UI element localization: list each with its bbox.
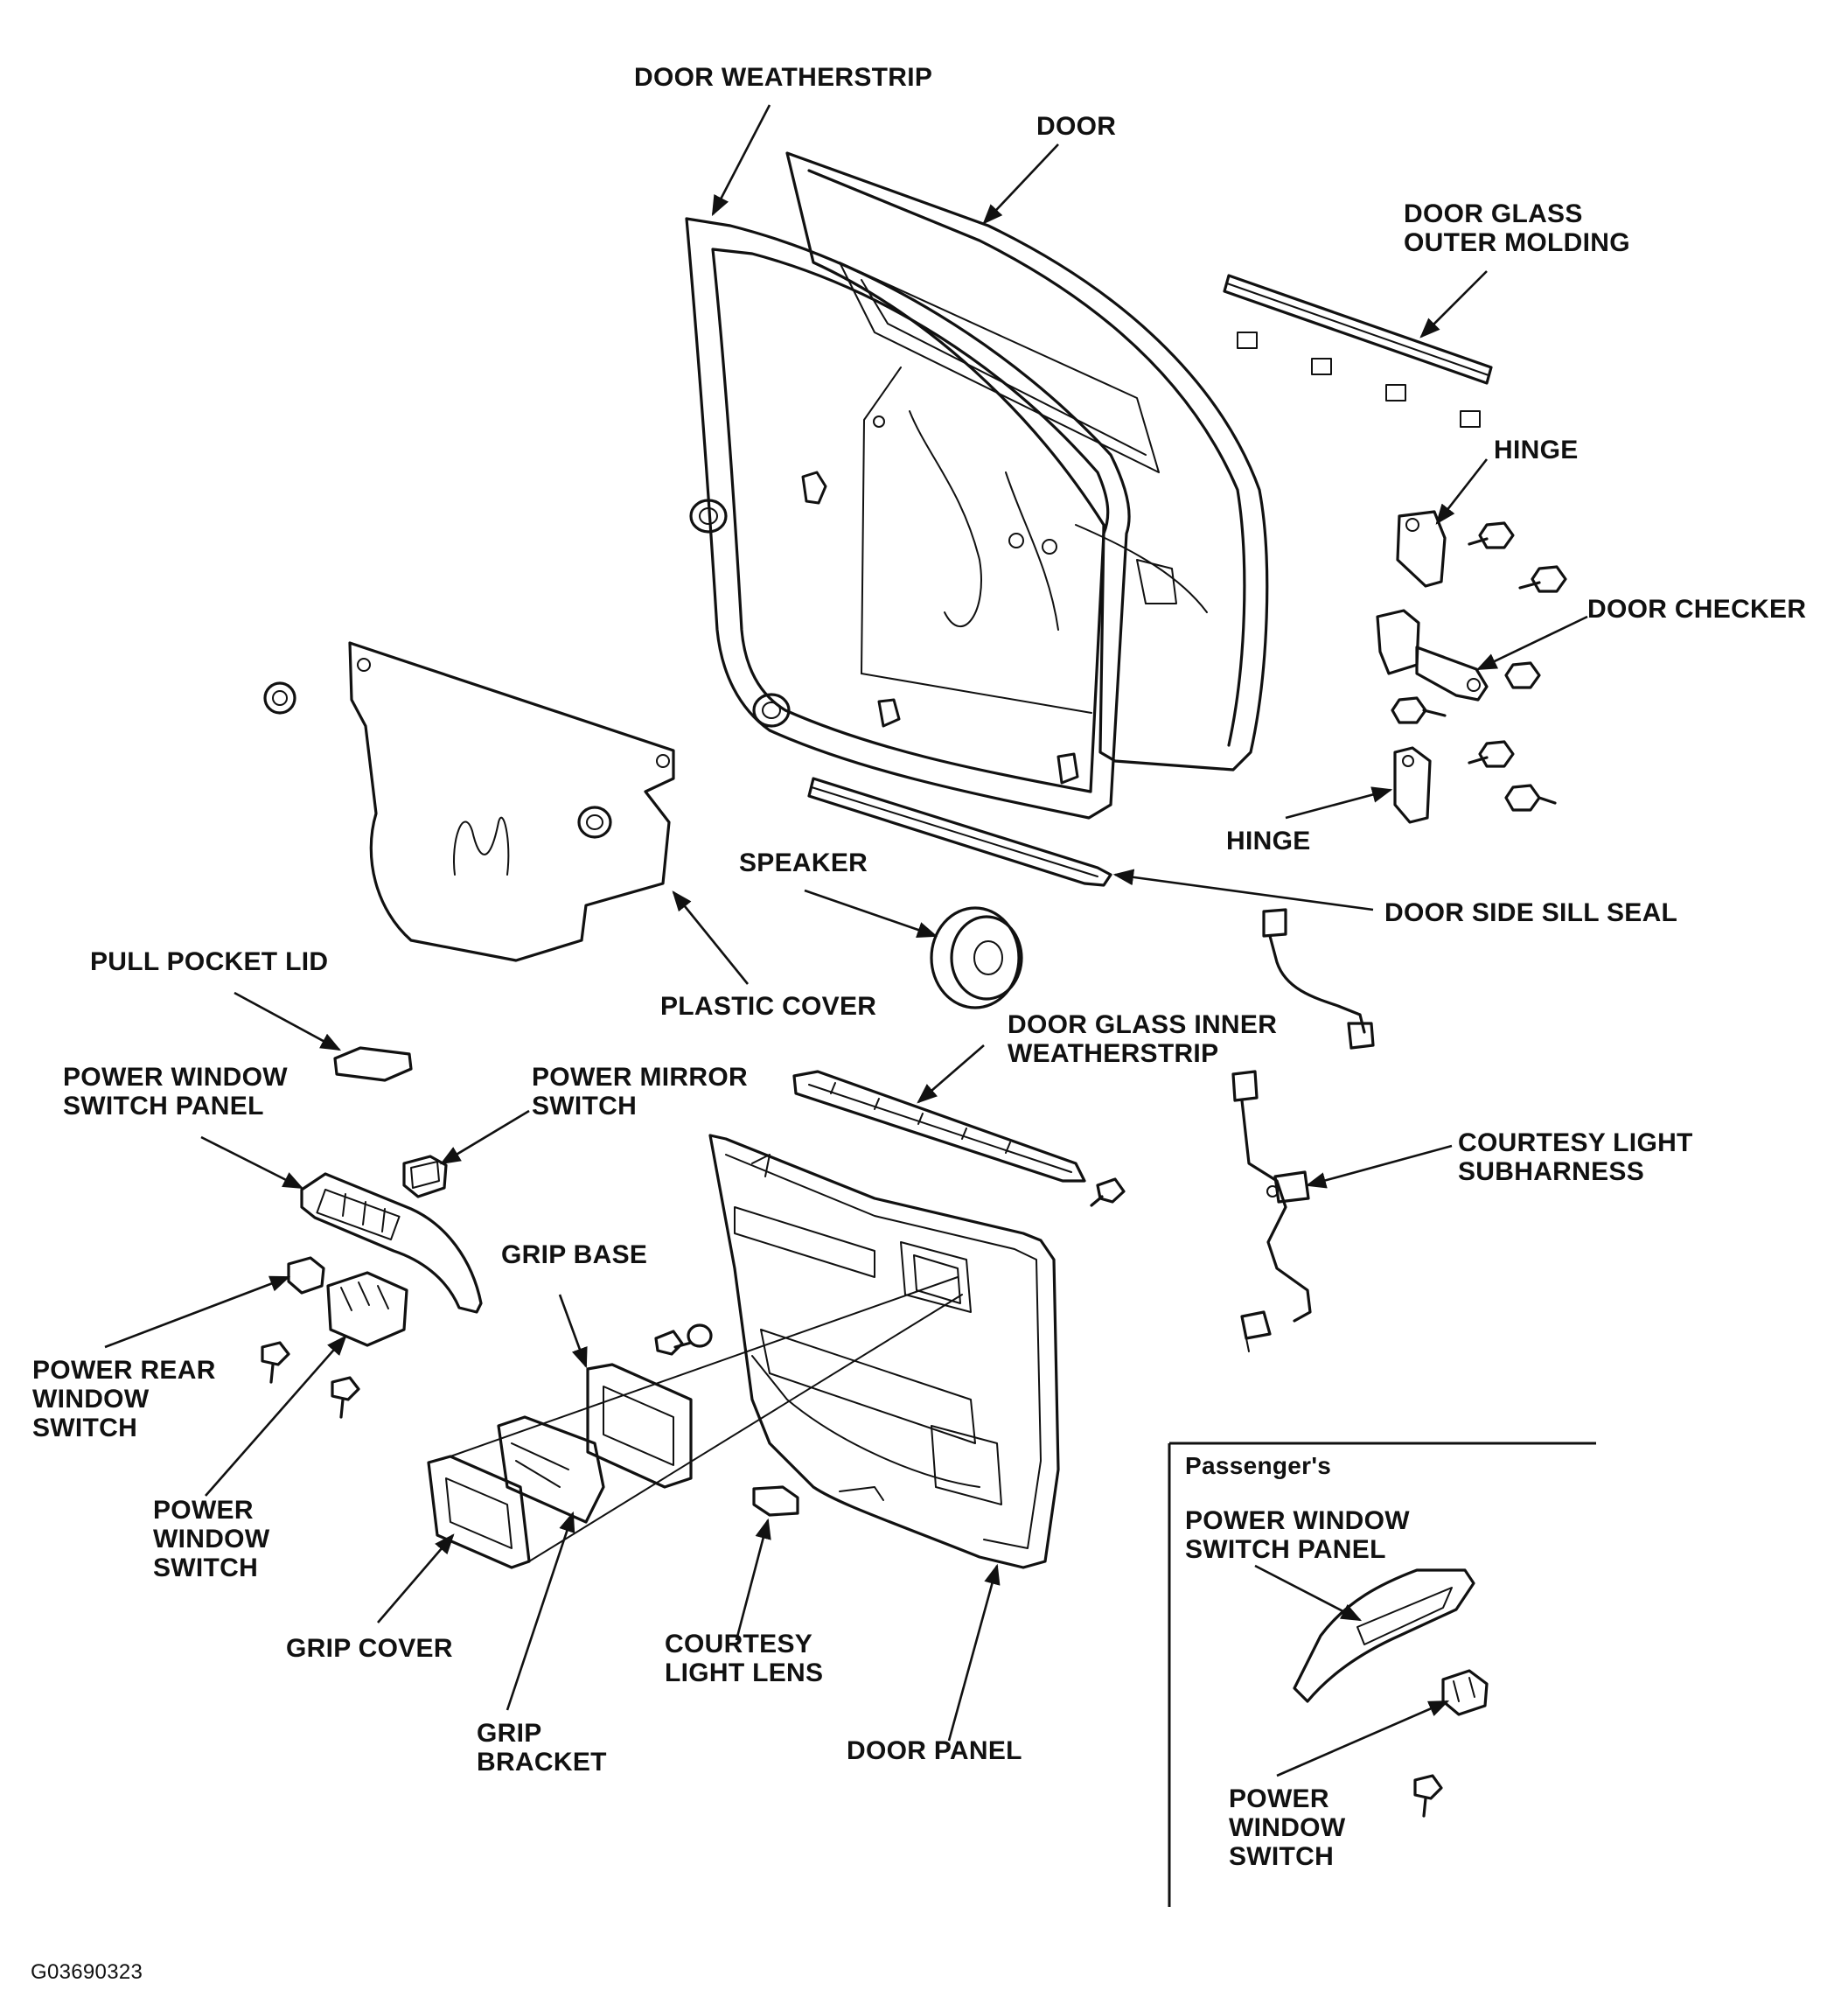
leader-lines	[104, 104, 1588, 1777]
power-mirror-switch	[402, 1155, 448, 1198]
door-side-sill-seal	[807, 777, 1112, 887]
door-shell	[785, 151, 1269, 772]
label-door: DOOR	[1036, 112, 1117, 141]
label-hinge-lower: HINGE	[1226, 827, 1311, 855]
courtesy-light-subharness	[1231, 1070, 1312, 1352]
courtesy-light-harness-upper	[1262, 908, 1375, 1050]
figure-id: G03690323	[31, 1960, 143, 1984]
door-glass-inner-weatherstrip	[792, 1070, 1086, 1183]
label-door-weatherstrip: DOOR WEATHERSTRIP	[634, 63, 933, 92]
door-checker	[1376, 609, 1489, 702]
upper-hinge	[1396, 510, 1447, 588]
label-speaker: SPEAKER	[739, 848, 868, 877]
power-rear-window-switch	[287, 1256, 325, 1295]
speaker	[930, 906, 1023, 1009]
grommet	[263, 499, 791, 839]
passenger-power-window-switch	[1441, 1669, 1489, 1716]
label-power-window-switch-panel: POWER WINDOW SWITCH PANEL	[63, 1063, 288, 1121]
inset-label-power-window-switch-panel: POWER WINDOW SWITCH PANEL	[1185, 1506, 1410, 1564]
label-door-glass-outer-molding: DOOR GLASS OUTER MOLDING	[1404, 199, 1630, 257]
inset-heading: Passenger's	[1185, 1452, 1332, 1479]
label-door-checker: DOOR CHECKER	[1587, 595, 1807, 624]
label-plastic-cover: PLASTIC COVER	[660, 992, 877, 1021]
screws	[261, 1177, 1443, 1818]
power-window-switch-panel	[300, 1172, 483, 1314]
label-door-panel: DOOR PANEL	[847, 1736, 1022, 1765]
bolts	[1391, 521, 1567, 812]
plastic-cover	[348, 641, 675, 962]
label-power-mirror-switch: POWER MIRROR SWITCH	[532, 1063, 748, 1121]
door-panel	[708, 1134, 1060, 1569]
label-grip-bracket: GRIP BRACKET	[477, 1719, 607, 1777]
label-power-rear-window-switch: POWER REAR WINDOW SWITCH	[32, 1356, 216, 1442]
passenger-inset-frame	[1168, 1442, 1596, 1907]
door-weatherstrip	[685, 217, 1131, 820]
passenger-power-window-switch-panel	[1293, 1568, 1475, 1703]
courtesy-light-lens	[752, 1485, 799, 1517]
power-window-switch	[326, 1271, 408, 1347]
label-door-side-sill-seal: DOOR SIDE SILL SEAL	[1384, 898, 1678, 927]
label-grip-cover: GRIP COVER	[286, 1634, 453, 1663]
lower-hinge	[1393, 746, 1432, 824]
label-courtesy-light-lens: COURTESY LIGHT LENS	[665, 1630, 824, 1687]
label-pull-pocket-lid: PULL POCKET LID	[90, 947, 329, 976]
grip-alignment-lines	[450, 1276, 963, 1562]
label-grip-base: GRIP BASE	[501, 1240, 648, 1269]
grip-cap	[687, 1323, 713, 1348]
label-courtesy-light-subharness: COURTESY LIGHT SUBHARNESS	[1458, 1128, 1693, 1186]
inset-label-power-window-switch: POWER WINDOW SWITCH	[1229, 1784, 1346, 1871]
label-hinge-upper: HINGE	[1494, 436, 1579, 464]
label-power-window-switch: POWER WINDOW SWITCH	[153, 1496, 270, 1582]
label-door-glass-inner-weatherstrip: DOOR GLASS INNER WEATHERSTRIP	[1008, 1010, 1278, 1068]
grip-bracket	[497, 1415, 605, 1524]
pull-pocket-lid	[333, 1046, 413, 1082]
door-glass-outer-molding	[1223, 274, 1493, 428]
grip-base	[586, 1363, 693, 1489]
grip-cover	[427, 1455, 531, 1569]
